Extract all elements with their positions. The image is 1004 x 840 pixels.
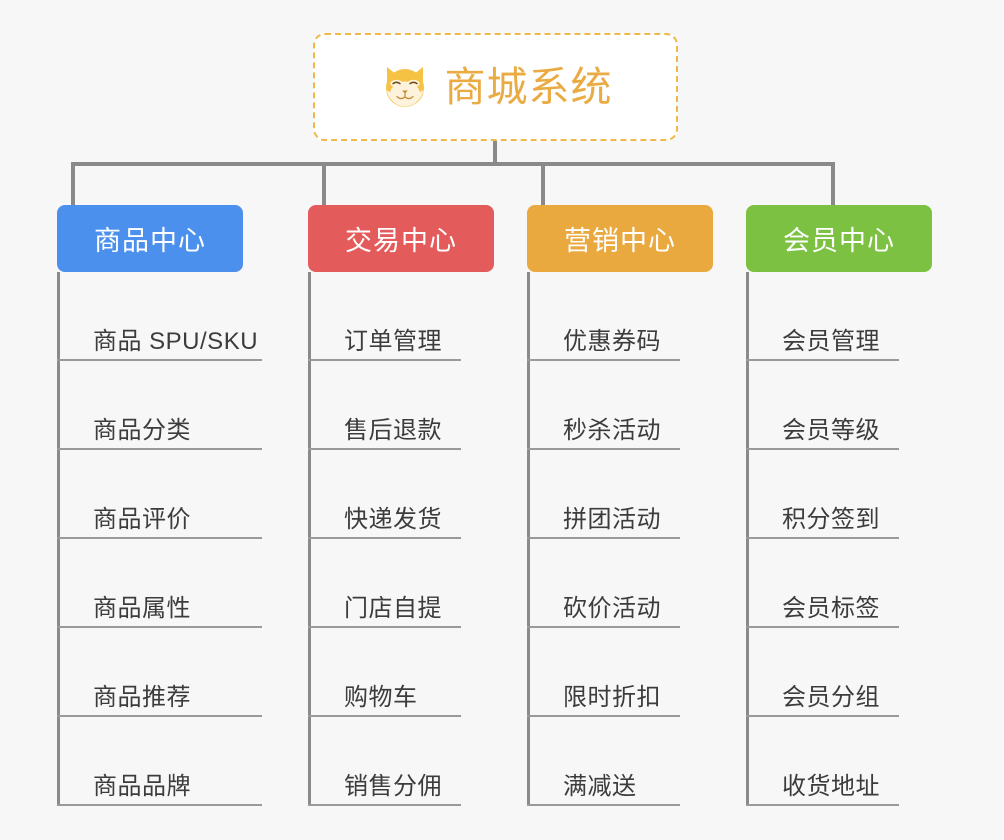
category-header-product-center[interactable]: 商品中心	[57, 205, 243, 272]
leaf-item[interactable]: 砍价活动	[527, 539, 680, 628]
category-header-member-center[interactable]: 会员中心	[746, 205, 932, 272]
leaf-item-label: 快递发货	[344, 505, 442, 533]
leaf-item-label: 秒杀活动	[563, 416, 661, 444]
leaf-item[interactable]: 满减送	[527, 717, 680, 806]
leaf-item[interactable]: 购物车	[308, 628, 461, 717]
leaf-item-label: 门店自提	[344, 594, 442, 622]
leaf-item[interactable]: 拼团活动	[527, 450, 680, 539]
leaf-item-label: 商品分类	[93, 416, 191, 444]
category-header-label: 交易中心	[345, 226, 457, 256]
root-node-card[interactable]: 商城系统	[313, 33, 678, 141]
leaf-item-label: 会员管理	[782, 327, 880, 355]
leaf-item-label: 拼团活动	[563, 505, 661, 533]
leaf-item-label: 商品评价	[93, 505, 191, 533]
leaf-item[interactable]: 商品分类	[57, 361, 262, 450]
leaf-item-label: 购物车	[344, 683, 418, 711]
column-spine-member-center	[746, 272, 749, 806]
category-header-marketing-center[interactable]: 营销中心	[527, 205, 713, 272]
leaf-item-label: 商品 SPU/SKU	[93, 327, 259, 355]
leaf-item-label: 商品推荐	[93, 683, 191, 711]
leaf-item[interactable]: 收货地址	[746, 717, 899, 806]
leaf-item[interactable]: 优惠券码	[527, 272, 680, 361]
connector-root-stem	[493, 141, 497, 164]
leaf-item[interactable]: 门店自提	[308, 539, 461, 628]
leaf-item-label: 会员标签	[782, 594, 880, 622]
leaf-item-label: 销售分佣	[344, 772, 442, 800]
connector-horizontal-bus	[71, 162, 835, 166]
leaf-item[interactable]: 商品评价	[57, 450, 262, 539]
leaf-item[interactable]: 商品属性	[57, 539, 262, 628]
root-title-label: 商城系统	[444, 63, 613, 110]
leaf-item-label: 砍价活动	[563, 594, 661, 622]
connector-drop-trade-center	[322, 162, 326, 207]
column-spine-product-center	[57, 272, 60, 806]
leaf-item-label: 限时折扣	[563, 683, 661, 711]
leaf-item[interactable]: 售后退款	[308, 361, 461, 450]
leaf-item[interactable]: 会员标签	[746, 539, 899, 628]
leaf-item-label: 会员分组	[782, 683, 880, 711]
leaf-item[interactable]: 会员分组	[746, 628, 899, 717]
category-header-trade-center[interactable]: 交易中心	[308, 205, 494, 272]
leaf-item[interactable]: 订单管理	[308, 272, 461, 361]
leaf-item-label: 商品属性	[93, 594, 191, 622]
leaf-item-label: 订单管理	[344, 327, 442, 355]
leaf-item-label: 商品品牌	[93, 772, 191, 800]
leaf-item-label: 售后退款	[344, 416, 442, 444]
leaf-item[interactable]: 商品推荐	[57, 628, 262, 717]
leaf-item[interactable]: 限时折扣	[527, 628, 680, 717]
leaf-item[interactable]: 会员管理	[746, 272, 899, 361]
leaf-item-label: 满减送	[563, 772, 637, 800]
leaf-item[interactable]: 快递发货	[308, 450, 461, 539]
connector-drop-member-center	[831, 162, 835, 207]
category-header-label: 营销中心	[564, 226, 676, 256]
category-header-label: 会员中心	[783, 226, 895, 256]
leaf-item[interactable]: 销售分佣	[308, 717, 461, 806]
connector-drop-product-center	[71, 162, 75, 207]
leaf-item[interactable]: 会员等级	[746, 361, 899, 450]
connector-drop-marketing-center	[541, 162, 545, 207]
leaf-item-label: 会员等级	[782, 416, 880, 444]
category-header-label: 商品中心	[94, 226, 206, 256]
leaf-item-label: 积分签到	[782, 505, 880, 533]
column-spine-marketing-center	[527, 272, 530, 806]
leaf-item[interactable]: 商品品牌	[57, 717, 262, 806]
column-spine-trade-center	[308, 272, 311, 806]
leaf-item[interactable]: 商品 SPU/SKU	[57, 272, 262, 361]
leaf-item[interactable]: 秒杀活动	[527, 361, 680, 450]
leaf-item-label: 优惠券码	[563, 327, 661, 355]
leaf-item-label: 收货地址	[782, 772, 880, 800]
leaf-item[interactable]: 积分签到	[746, 450, 899, 539]
shiba-dog-icon	[379, 61, 431, 113]
